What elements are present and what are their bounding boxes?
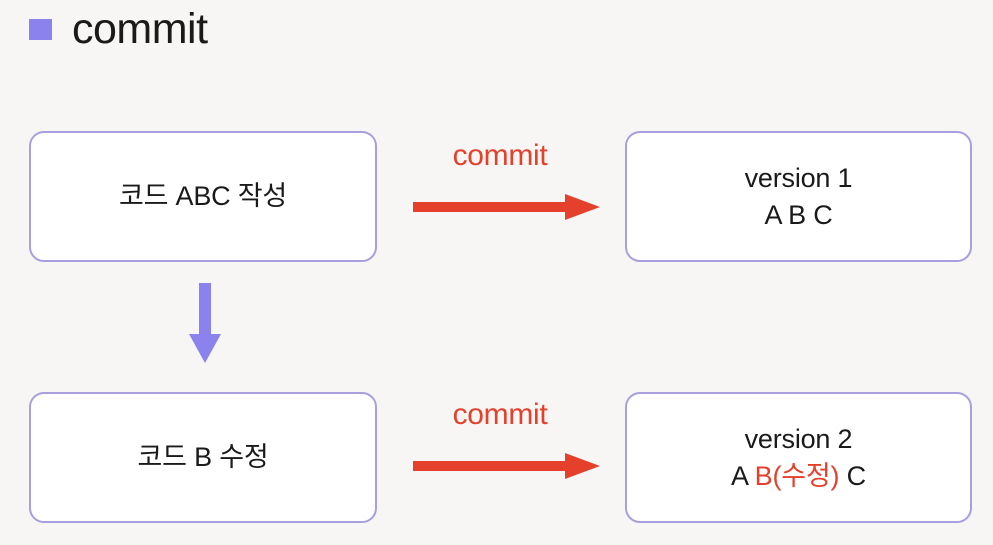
node-code-b-modify-label: 코드 B 수정 [137, 442, 269, 473]
node-code-abc-write-label: 코드 ABC 작성 [118, 181, 288, 212]
node-version-2-highlight: B(수정) [754, 460, 840, 491]
node-version-2-prefix: A [731, 460, 755, 491]
arrow-right-icon [413, 453, 600, 479]
arrow-commit-top-label: commit [452, 139, 548, 172]
node-version-2-suffix: C [839, 460, 867, 491]
arrow-commit-bottom: commit [405, 398, 600, 490]
arrow-commit-top: commit [405, 139, 600, 231]
page-title: commit [29, 8, 208, 51]
node-version-1: version 1 A B C [625, 131, 972, 262]
node-code-abc-write: 코드 ABC 작성 [29, 131, 377, 262]
node-version-2-title: version 2 [744, 424, 853, 455]
node-code-b-modify: 코드 B 수정 [29, 392, 377, 523]
arrow-right-icon [413, 194, 600, 220]
purple-square-icon [29, 19, 52, 40]
arrow-commit-bottom-label: commit [452, 398, 548, 431]
node-version-1-title: version 1 [744, 163, 853, 194]
page-title-label: commit [72, 5, 208, 53]
node-version-1-content: A B C [764, 199, 833, 230]
node-version-2-content: A B(수정) C [731, 458, 866, 494]
arrow-down-icon [189, 283, 221, 363]
node-version-2: version 2 A B(수정) C [625, 392, 972, 523]
